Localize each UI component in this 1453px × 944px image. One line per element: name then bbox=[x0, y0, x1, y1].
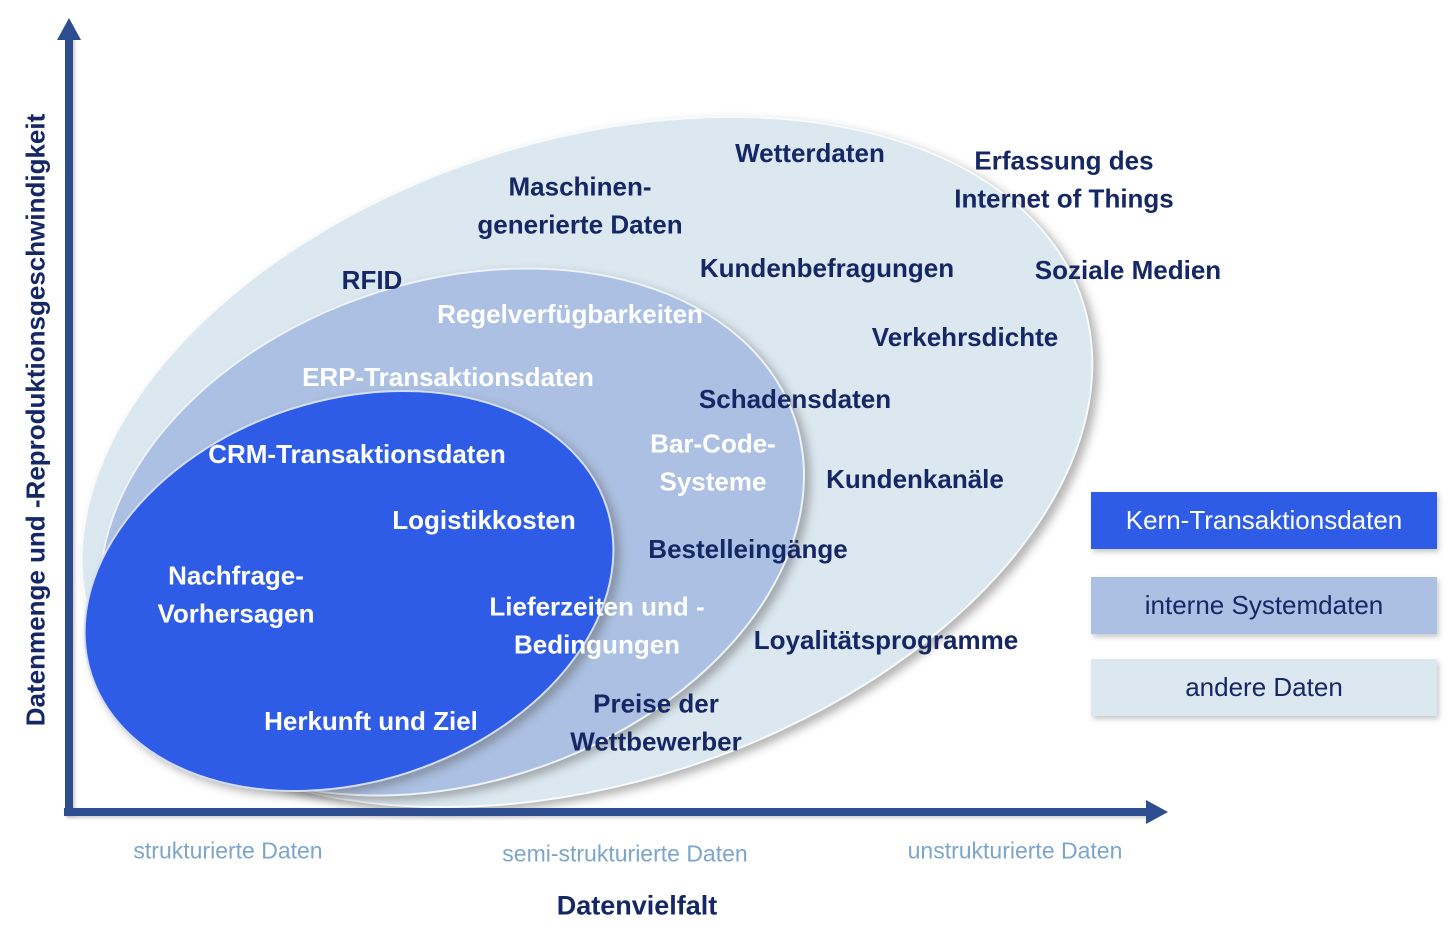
label-lieferzeiten: Lieferzeiten und - Bedingungen bbox=[489, 591, 705, 659]
label-regelverfuegbarkeiten: Regelverfügbarkeiten bbox=[437, 299, 703, 330]
x-tick-structured: strukturierte Daten bbox=[133, 837, 323, 864]
legend-item-internal-system-data: interne Systemdaten bbox=[1091, 577, 1437, 634]
x-axis-title: Datenvielfalt bbox=[556, 890, 718, 921]
label-herkunft-und-ziel: Herkunft und Ziel bbox=[264, 706, 478, 737]
label-rfid: RFID bbox=[341, 265, 403, 296]
label-kundenbefragungen: Kundenbefragungen bbox=[699, 253, 955, 284]
label-soziale-medien: Soziale Medien bbox=[1034, 255, 1222, 286]
label-nachfrage-vorhersagen: Nachfrage- Vorhersagen bbox=[157, 560, 315, 628]
label-wetterdaten: Wetterdaten bbox=[735, 138, 885, 169]
label-loyalitaetsprogramme: Loyalitätsprogramme bbox=[753, 625, 1019, 656]
y-axis-line bbox=[65, 36, 73, 814]
y-axis-arrowhead-icon bbox=[57, 18, 81, 40]
x-axis-arrowhead-icon bbox=[1146, 800, 1168, 824]
label-bestelleingaenge: Bestelleingänge bbox=[648, 534, 848, 565]
legend-item-other-data: andere Daten bbox=[1091, 659, 1437, 716]
label-kundenkanaele: Kundenkanäle bbox=[826, 464, 1004, 495]
y-axis-label: Datenmenge und -Reproduktionsgeschwindig… bbox=[20, 113, 51, 727]
label-logistikkosten: Logistikkosten bbox=[392, 505, 576, 536]
label-internet-of-things: Erfassung des Internet of Things bbox=[954, 145, 1174, 213]
label-verkehrsdichte: Verkehrsdichte bbox=[871, 322, 1059, 353]
label-erp-transaktionsdaten: ERP-Transaktionsdaten bbox=[302, 362, 594, 393]
label-maschinen-daten: Maschinen- generierte Daten bbox=[477, 171, 683, 239]
label-crm-transaktionsdaten: CRM-Transaktionsdaten bbox=[208, 439, 506, 470]
x-tick-unstructured: unstrukturierte Daten bbox=[907, 837, 1123, 864]
label-schadensdaten: Schadensdaten bbox=[698, 384, 892, 415]
label-preise-wettbewerber: Preise der Wettbewerber bbox=[570, 688, 742, 756]
x-tick-semi-structured: semi-strukturierte Daten bbox=[502, 840, 748, 867]
label-bar-code-systeme: Bar-Code- Systeme bbox=[650, 428, 776, 496]
legend-item-core-transaction-data: Kern-Transaktionsdaten bbox=[1091, 492, 1437, 549]
x-axis-line bbox=[64, 808, 1148, 816]
